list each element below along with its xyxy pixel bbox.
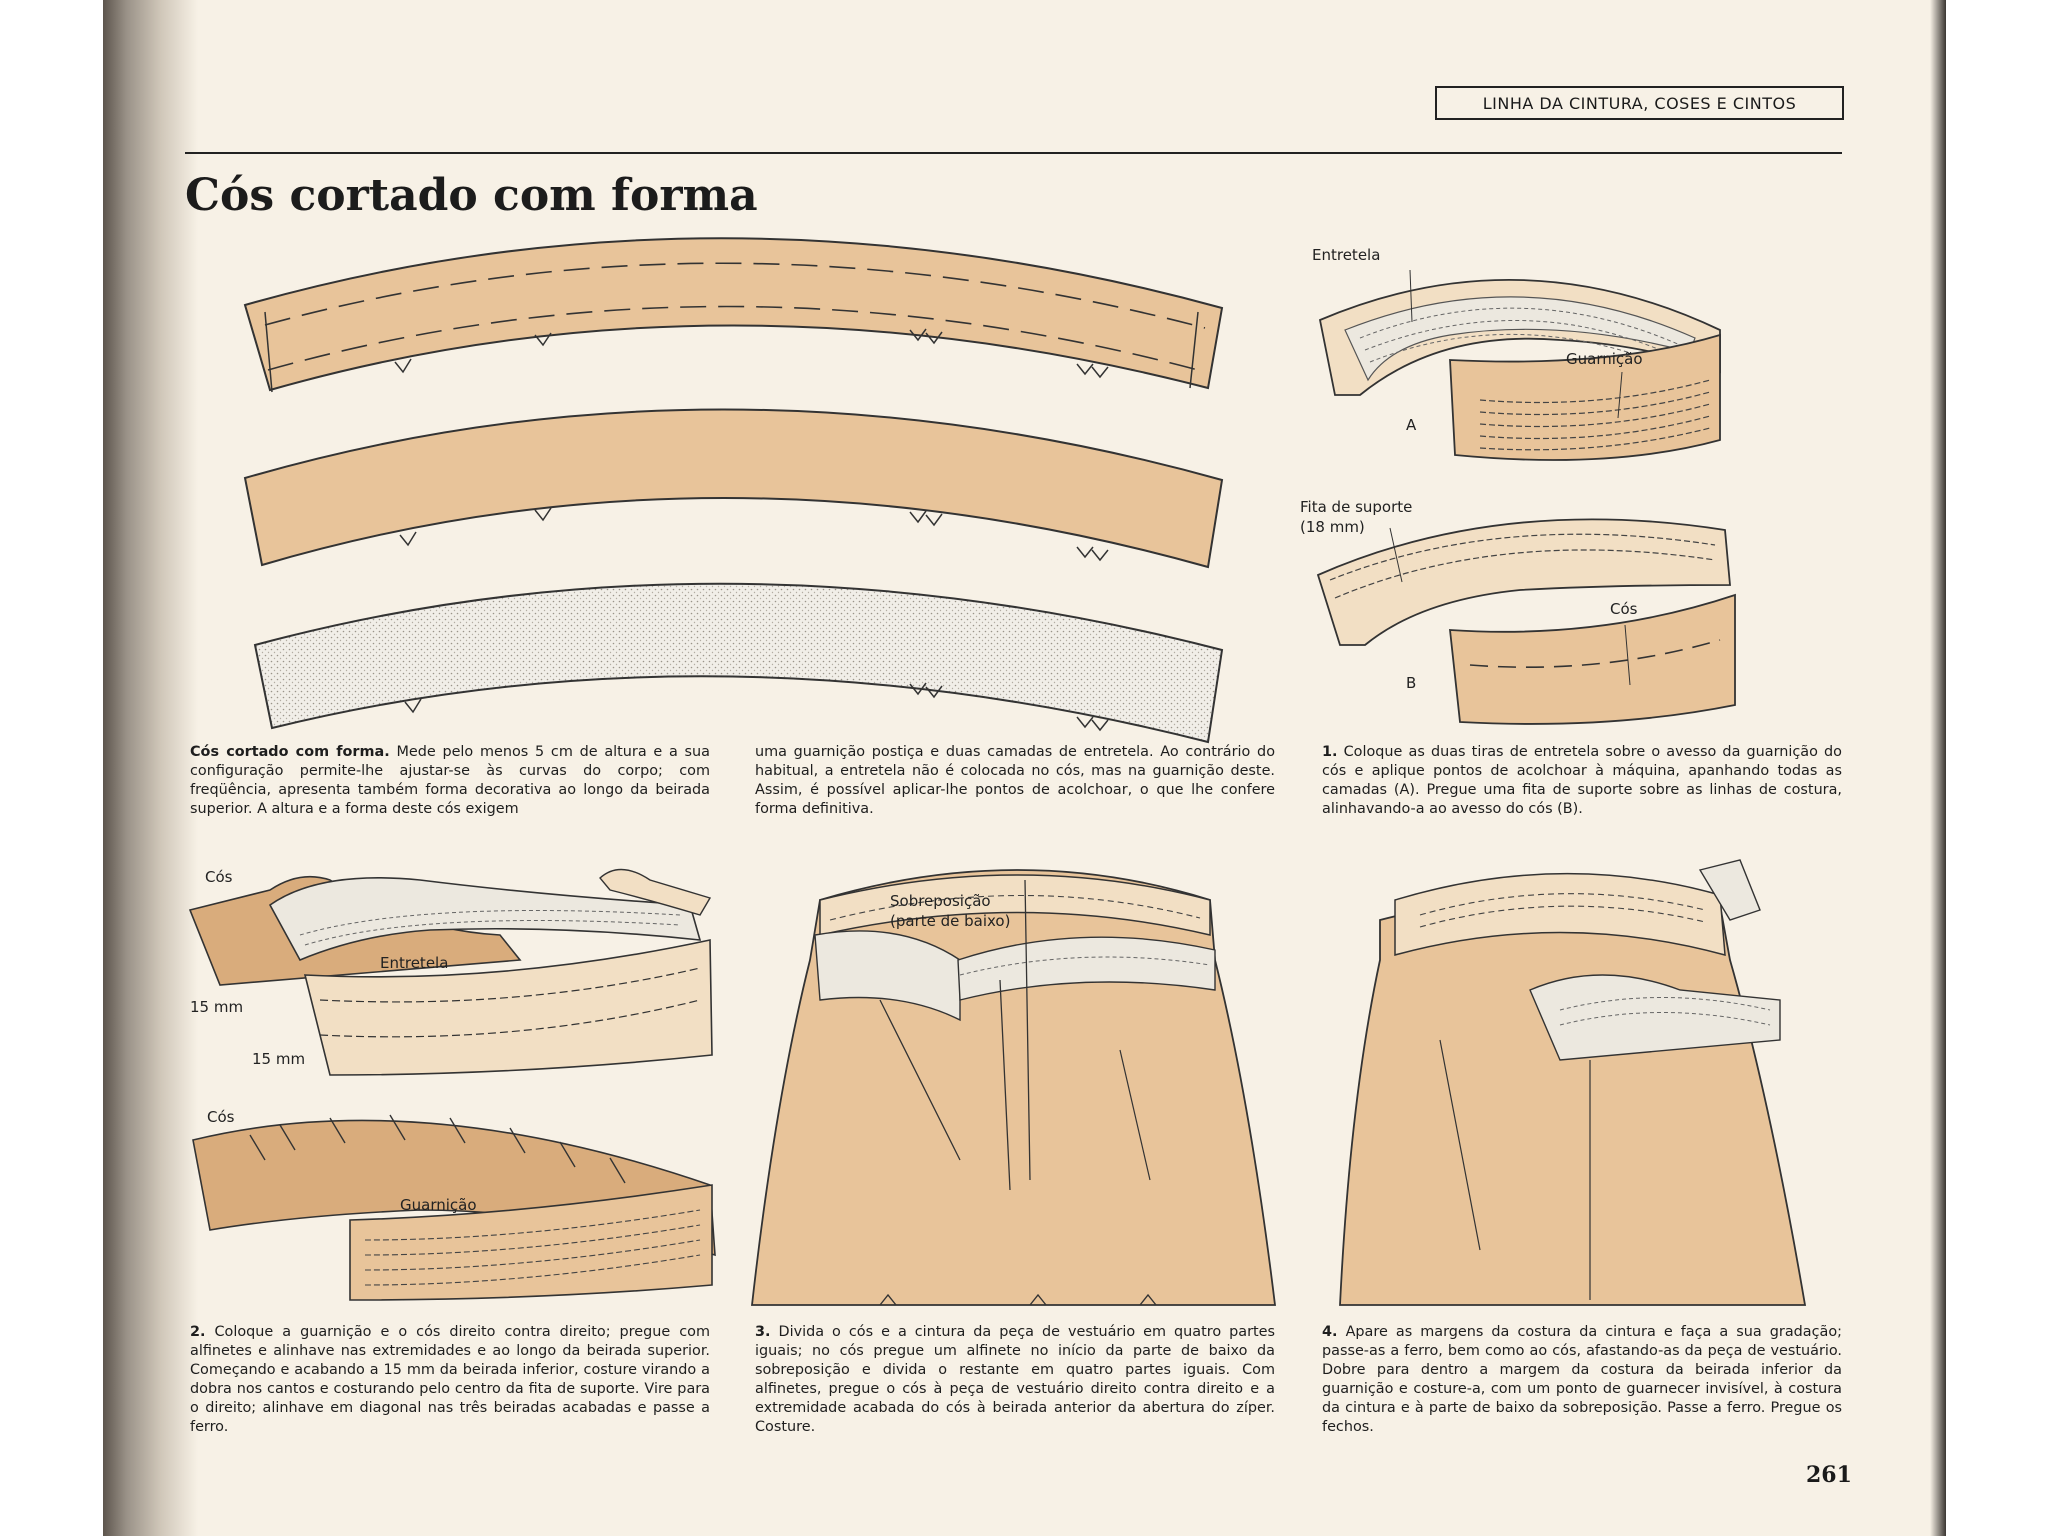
label-a: A <box>1406 416 1416 434</box>
label-cos-3: Cós <box>207 1108 234 1126</box>
step-1-text: Coloque as duas tiras de entretela sobre… <box>1322 744 1842 817</box>
page-number: 261 <box>1806 1462 1852 1488</box>
label-b: B <box>1406 674 1416 692</box>
label-sobreposicao: Sobreposição <box>890 892 991 910</box>
label-guarnicao: Guarnição <box>1566 350 1643 368</box>
step-1-number: 1. <box>1322 744 1337 760</box>
label-cos: Cós <box>1610 600 1637 618</box>
figure-1b <box>1318 519 1735 724</box>
caption-step-4: 4. Apare as margens da costura da cintur… <box>1322 1323 1842 1437</box>
step-3-number: 3. <box>755 1324 770 1340</box>
label-fita-medida: (18 mm) <box>1300 518 1365 536</box>
step-2-number: 2. <box>190 1324 205 1340</box>
caption-intro-continued: uma guarnição postiça e duas camadas de … <box>755 743 1275 819</box>
figure-2-top <box>190 869 712 1075</box>
caption-step-1: 1. Coloque as duas tiras de entretela so… <box>1322 743 1842 819</box>
figure-1a <box>1320 270 1720 460</box>
step-3-text: Divida o cós e a cintura da peça de vest… <box>755 1324 1275 1435</box>
figure-4-skirt <box>1340 860 1805 1305</box>
label-cos-2: Cós <box>205 868 232 886</box>
interfacing-pattern-piece <box>255 584 1222 742</box>
figure-3-skirt <box>752 870 1275 1305</box>
label-15mm-a: 15 mm <box>190 998 243 1016</box>
caption-step-2: 2. Coloque a guarnição e o cós direito c… <box>190 1323 710 1437</box>
label-guarnicao-2: Guarnição <box>400 1196 477 1214</box>
label-15mm-b: 15 mm <box>252 1050 305 1068</box>
step-2-text: Coloque a guarnição e o cós direito cont… <box>190 1324 710 1435</box>
step-4-text: Apare as margens da costura da cintura e… <box>1322 1324 1842 1435</box>
caption-intro-lead: Cós cortado com forma. <box>190 744 390 760</box>
caption-intro: Cós cortado com forma. Mede pelo menos 5… <box>190 743 710 819</box>
facing-pattern-piece <box>245 409 1222 567</box>
waistband-pattern-piece <box>245 238 1222 392</box>
label-entretela-2: Entretela <box>380 954 448 972</box>
label-fita-suporte: Fita de suporte <box>1300 498 1412 516</box>
step-4-number: 4. <box>1322 1324 1337 1340</box>
caption-step-3: 3. Divida o cós e a cintura da peça de v… <box>755 1323 1275 1437</box>
label-parte-baixo: (parte de baixo) <box>890 912 1010 930</box>
label-entretela: Entretela <box>1312 246 1380 264</box>
